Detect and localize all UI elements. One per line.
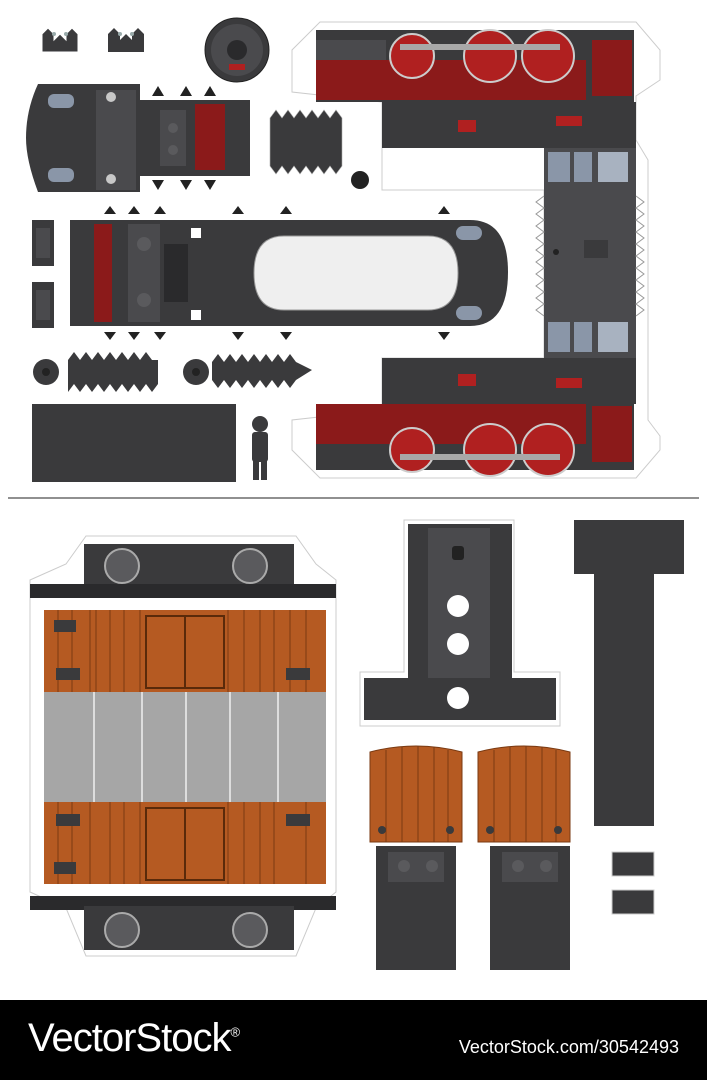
buffers-wheels [33,352,312,392]
brand-logo: VectorStock® [28,1016,240,1060]
sawtooth-block-1 [269,109,343,175]
chassis-t [359,519,561,727]
small-side-blocks [32,220,54,328]
paper-model-sheet [8,17,699,970]
locomotive-side-net [291,21,661,479]
small-blocks [611,851,655,915]
chimney-caps [41,27,144,53]
chimney-strip [574,520,684,826]
wagon-end-1 [369,745,463,970]
cab-roof [26,84,250,192]
image-credit: VectorStock.com/30542493 [458,1037,679,1057]
smokebox-door [204,17,270,83]
watermark-footer: VectorStock® VectorStock.com/30542493 [0,1000,707,1080]
base-plate [32,404,236,482]
boiler-top [70,206,508,340]
figure [252,416,268,480]
round-part [351,171,369,189]
wagon-end-2 [477,745,571,970]
wagon-body-net [29,535,337,957]
